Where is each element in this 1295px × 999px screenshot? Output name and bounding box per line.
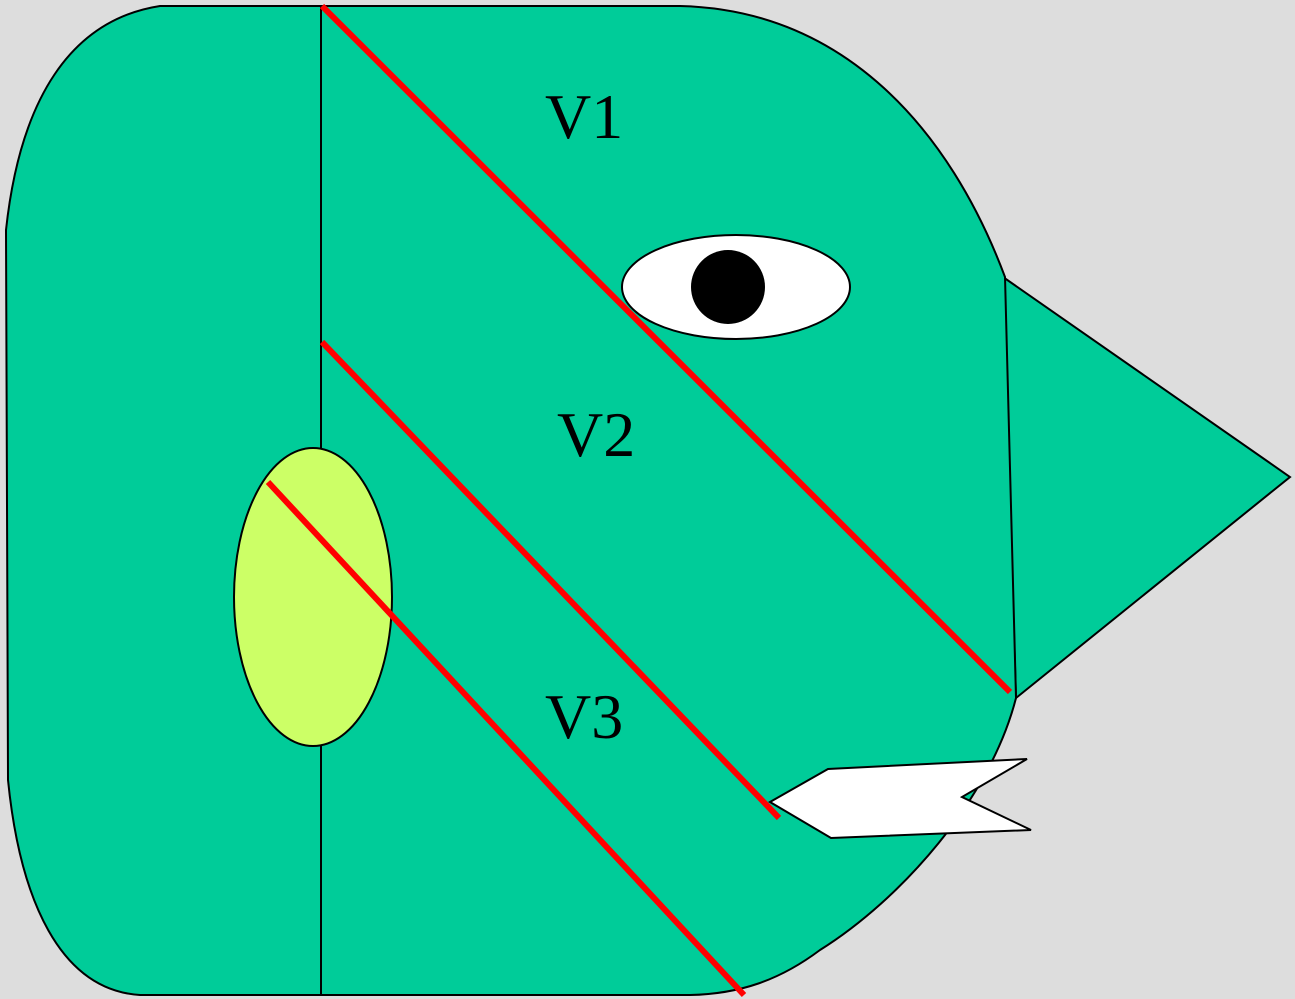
ear xyxy=(233,447,393,747)
head-shape xyxy=(4,5,1018,996)
label-v3: V3 xyxy=(545,681,623,752)
label-v1: V1 xyxy=(545,81,623,152)
division-line-v3-lower xyxy=(265,479,747,998)
label-v2: V2 xyxy=(557,399,635,470)
pupil xyxy=(691,250,765,324)
mouth xyxy=(768,758,1032,840)
division-line-v1-v2 xyxy=(319,3,1013,695)
division-line-v2-v3 xyxy=(319,339,782,821)
